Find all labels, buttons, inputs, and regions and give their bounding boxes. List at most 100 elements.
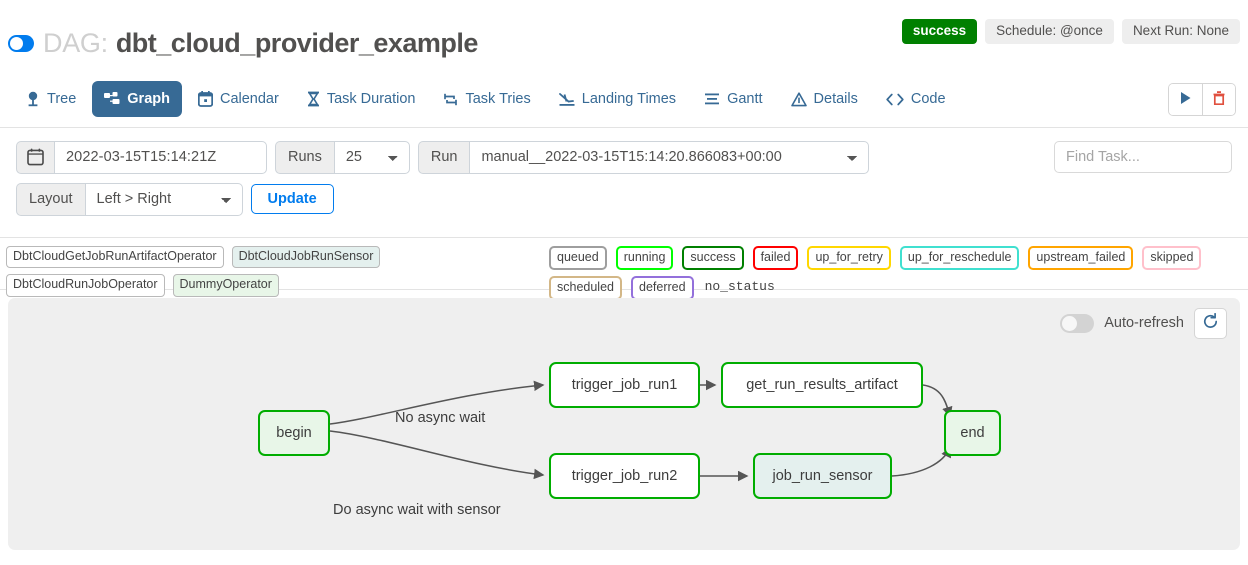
trigger-dag-button[interactable] — [1169, 84, 1202, 115]
legend-operator-pill[interactable]: DbtCloudGetJobRunArtifactOperator — [6, 245, 224, 269]
delete-dag-button[interactable] — [1202, 84, 1235, 115]
graph-node-trigger-job-run2[interactable]: trigger_job_run2 — [549, 452, 700, 499]
graph-canvas[interactable]: begin trigger_job_run1 get_run_results_a… — [8, 298, 1240, 550]
state-legend-list: queued running success failed up_for_ret… — [549, 245, 1244, 300]
find-task-input[interactable] — [1054, 141, 1232, 173]
gantt-icon — [704, 92, 720, 106]
legend-operator-pill[interactable]: DummyOperator — [172, 274, 279, 297]
dag-action-buttons — [1168, 83, 1236, 116]
legend-state-pill[interactable]: upstream_failed — [1028, 245, 1134, 270]
filter-row-primary: Runs 25 Run manual__2022-03-15T15:14:20.… — [16, 141, 1232, 174]
node-label: begin — [276, 424, 312, 441]
tab-details[interactable]: Details — [779, 81, 870, 117]
dag-name: dbt_cloud_provider_example — [115, 28, 479, 58]
graph-node-trigger-job-run1[interactable]: trigger_job_run1 — [549, 361, 700, 408]
refresh-button[interactable] — [1194, 307, 1227, 339]
edge-begin-to-run2 — [329, 429, 545, 479]
dag-filter-bar: Runs 25 Run manual__2022-03-15T15:14:20.… — [0, 128, 1248, 238]
tab-label: Graph — [127, 91, 170, 107]
update-button[interactable]: Update — [250, 184, 334, 215]
legend-state-pill[interactable]: running — [615, 245, 674, 270]
legend-state-pill[interactable]: failed — [752, 245, 799, 270]
runs-label: Runs — [275, 141, 334, 174]
legend-state-pill[interactable]: queued — [549, 245, 607, 270]
legend-state-pill[interactable]: skipped — [1142, 245, 1202, 270]
legend-state-pill[interactable]: scheduled — [549, 275, 622, 300]
filter-row-secondary: Layout Left > Right Update — [16, 182, 1232, 216]
num-runs-select[interactable]: 25 — [333, 141, 410, 174]
hourglass-icon — [307, 91, 320, 107]
schedule-badge: Schedule: @once — [985, 19, 1114, 45]
legend-state-pill[interactable]: deferred — [631, 275, 694, 300]
tab-graph[interactable]: Graph — [92, 81, 182, 117]
graph-node-get-run-results-artifact[interactable]: get_run_results_artifact — [721, 361, 923, 408]
tab-code[interactable]: Code — [874, 81, 958, 117]
node-label: job_run_sensor — [772, 467, 873, 484]
dag-label: DAG: — [43, 28, 108, 58]
tab-label: Landing Times — [581, 91, 677, 107]
calendar-icon[interactable] — [16, 141, 54, 174]
node-label: get_run_results_artifact — [746, 376, 898, 393]
graph-node-job-run-sensor[interactable]: job_run_sensor — [753, 452, 892, 499]
graph-node-begin[interactable]: begin — [258, 409, 330, 456]
refresh-icon — [1202, 313, 1219, 333]
dag-status-badge: success — [901, 19, 978, 45]
edge-sensor-to-end — [891, 446, 951, 477]
play-icon — [1179, 91, 1192, 108]
dag-graph-panel: Auto-refresh begin — [8, 297, 1240, 550]
node-label: end — [960, 424, 985, 441]
graph-edges — [329, 379, 953, 481]
legend-state-pill[interactable]: success — [682, 245, 744, 270]
legend-operator-pill[interactable]: DbtCloudJobRunSensor — [231, 245, 381, 269]
tab-label: Details — [813, 91, 858, 107]
edge-label-do-async-wait-with-sensor: Do async wait with sensor — [333, 501, 501, 518]
legend-operator-pill[interactable]: DbtCloudRunJobOperator — [6, 274, 165, 297]
tab-label: Gantt — [727, 91, 763, 107]
layout-select[interactable]: Left > Right — [84, 182, 243, 216]
legend-state-pill[interactable]: up_for_retry — [807, 245, 891, 270]
dag-pause-toggle[interactable] — [8, 35, 34, 52]
tree-icon — [26, 91, 40, 107]
dag-run-select[interactable]: manual__2022-03-15T15:14:20.866083+00:00 — [469, 141, 870, 174]
tab-label: Task Tries — [465, 91, 531, 107]
graph-node-end[interactable]: end — [944, 409, 1001, 456]
header-badges: success Schedule: @once Next Run: None — [901, 19, 1240, 45]
graph-legend: DbtCloudGetJobRunArtifactOperator DbtClo… — [0, 238, 1248, 300]
landing-icon — [558, 92, 575, 107]
next-run-badge: Next Run: None — [1121, 19, 1240, 45]
tab-task-tries[interactable]: Task Tries — [431, 81, 542, 117]
legend-state-pill[interactable]: up_for_reschedule — [899, 245, 1020, 270]
tab-label: Code — [910, 91, 946, 107]
tab-gantt[interactable]: Gantt — [692, 81, 774, 117]
graph-icon — [104, 91, 120, 107]
node-label: trigger_job_run2 — [571, 467, 678, 484]
dag-nav-tabs: Tree Graph Calendar Task Duration Task T… — [0, 70, 1248, 128]
execution-date-group — [16, 141, 267, 174]
edge-label-no-async-wait: No async wait — [395, 409, 486, 426]
legend-no-status-label: no_status — [704, 278, 775, 294]
execution-date-input[interactable] — [54, 141, 267, 174]
tab-calendar[interactable]: Calendar — [186, 81, 291, 117]
tab-landing-times[interactable]: Landing Times — [547, 81, 688, 117]
dag-title: DAG: dbt_cloud_provider_example — [8, 28, 478, 59]
tab-label: Task Duration — [326, 91, 416, 107]
tab-label: Tree — [47, 91, 77, 107]
auto-refresh-label: Auto-refresh — [1104, 315, 1184, 332]
page-header: DAG: dbt_cloud_provider_example success … — [0, 0, 1248, 70]
warning-triangle-icon — [790, 91, 807, 107]
layout-label: Layout — [16, 182, 85, 216]
tab-label: Calendar — [219, 91, 279, 107]
num-runs-group: Runs 25 — [275, 141, 410, 174]
layout-group: Layout Left > Right — [16, 182, 243, 216]
dag-run-group: Run manual__2022-03-15T15:14:20.866083+0… — [417, 141, 870, 174]
tab-tree[interactable]: Tree — [14, 81, 88, 117]
graph-refresh-controls: Auto-refresh — [1060, 307, 1227, 339]
operator-legend-list: DbtCloudGetJobRunArtifactOperator DbtClo… — [6, 245, 536, 297]
tab-task-duration[interactable]: Task Duration — [295, 81, 428, 117]
run-label: Run — [417, 141, 470, 174]
trash-icon — [1212, 90, 1226, 109]
calendar-icon — [197, 91, 213, 107]
node-label: trigger_job_run1 — [571, 376, 678, 393]
retry-icon — [443, 92, 458, 107]
auto-refresh-toggle[interactable] — [1060, 313, 1095, 333]
